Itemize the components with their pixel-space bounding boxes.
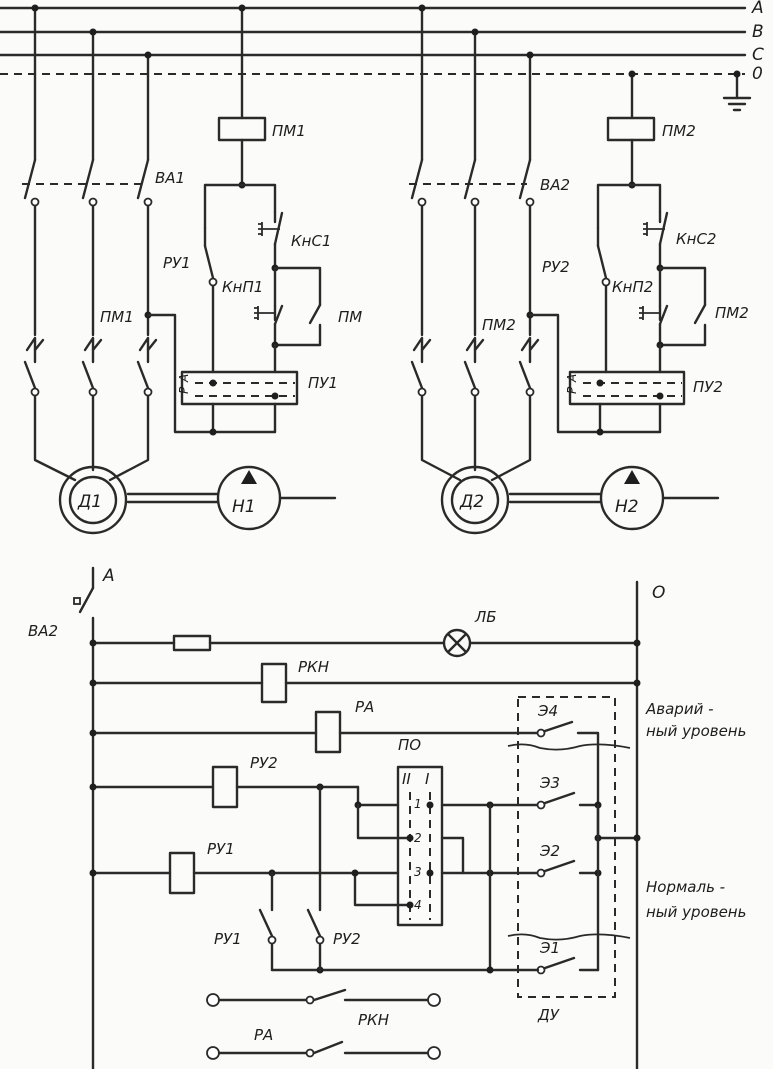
coil-pm1-label: ПМ1 [272,122,306,140]
control-circuit [73,566,641,1069]
motor-d2-label: Д2 [459,492,484,512]
switch-pu1-label: ПУ1 [308,374,338,392]
stop-kns1-label: КнС1 [291,232,331,250]
breaker-va2-label: ВА2 [540,176,570,194]
pu1-r-label: Р [177,386,191,394]
coil-ru2-label: РУ2 [250,754,278,772]
pump-h1 [216,465,282,531]
control-breaker-label: ВА2 [28,622,58,640]
contactor-pm1-label: ПМ1 [100,308,134,326]
ground-symbol [722,70,752,112]
phase-c-label: C [752,45,764,65]
pump-h2-label: Н2 [615,497,639,517]
po-pos-4: 4 [414,898,422,912]
supply-buses [0,6,747,75]
pump-h1-arrow-icon [241,470,257,484]
contact-ru2-label: РУ2 [333,930,361,948]
hold-pm-label: ПМ [338,308,362,326]
relay-ru2-label: РУ2 [542,258,570,276]
motor-d1-outer [58,465,128,535]
hold-pm2-label: ПМ2 [715,304,749,322]
emergency-level-label-2: ный уровень [646,722,746,740]
coil-ra-label: РА [355,698,374,716]
emergency-level-label-1: Аварий - [645,700,714,718]
electrode-e4-label: Э4 [537,702,558,720]
pump-h1-label: Н1 [232,497,256,517]
coil-rkn-label: РКН [298,658,329,676]
contact-rkn-label: РКН [358,1011,389,1029]
lamp-label: ЛБ [474,608,497,626]
unit1-power [22,4,337,504]
phase-b-label: B [752,22,764,42]
pu1-a-label: А [177,374,191,383]
unit1-control [146,4,322,436]
po-col-1-label: I [425,770,430,788]
unit2-power [409,4,720,504]
po-pos-3: 3 [414,865,422,879]
normal-level-label-2: ный уровень [646,903,746,921]
start-knp1-label: КнП1 [222,278,263,296]
control-neutral-label: О [652,583,665,603]
switch-po-label: ПО [398,736,421,754]
neutral-label: 0 [752,64,763,84]
po-pos-2: 2 [414,831,422,845]
motor-d2-inner [450,475,500,525]
pu2-r-label: Р [565,386,579,394]
motor-d1-inner [68,475,118,525]
control-phase-label: А [102,566,115,586]
coil-pm2-label: ПМ2 [662,122,696,140]
contact-ra-label: РА [254,1026,273,1044]
pump-h2-arrow-icon [624,470,640,484]
stop-kns2-label: КнС2 [676,230,716,248]
unit2-control [528,70,707,436]
lamp-lb-icon [442,628,472,658]
electrode-e2-label: Э2 [539,842,560,860]
electrode-e1-label: Э1 [539,939,560,957]
normal-level-label-1: Нормаль - [646,878,725,896]
contactor-pm2-label: ПМ2 [482,316,516,334]
relay-ru1-label: РУ1 [163,254,191,272]
breaker-va1-label: ВА1 [155,169,185,187]
contact-ru1-label: РУ1 [214,930,242,948]
po-col-2-label: II [402,770,411,788]
pu2-a-label: А [565,374,579,383]
motor-d1-label: Д1 [77,492,102,512]
sensor-du-label: ДУ [537,1006,560,1024]
coil-ru1-label: РУ1 [207,840,235,858]
pump-h2 [599,465,665,531]
start-knp2-label: КнП2 [612,278,653,296]
motor-d2-outer [440,465,510,535]
phase-a-label: A [751,0,764,18]
po-pos-1: 1 [414,797,422,811]
switch-pu2-label: ПУ2 [693,378,723,396]
electrode-e3-label: Э3 [539,774,560,792]
